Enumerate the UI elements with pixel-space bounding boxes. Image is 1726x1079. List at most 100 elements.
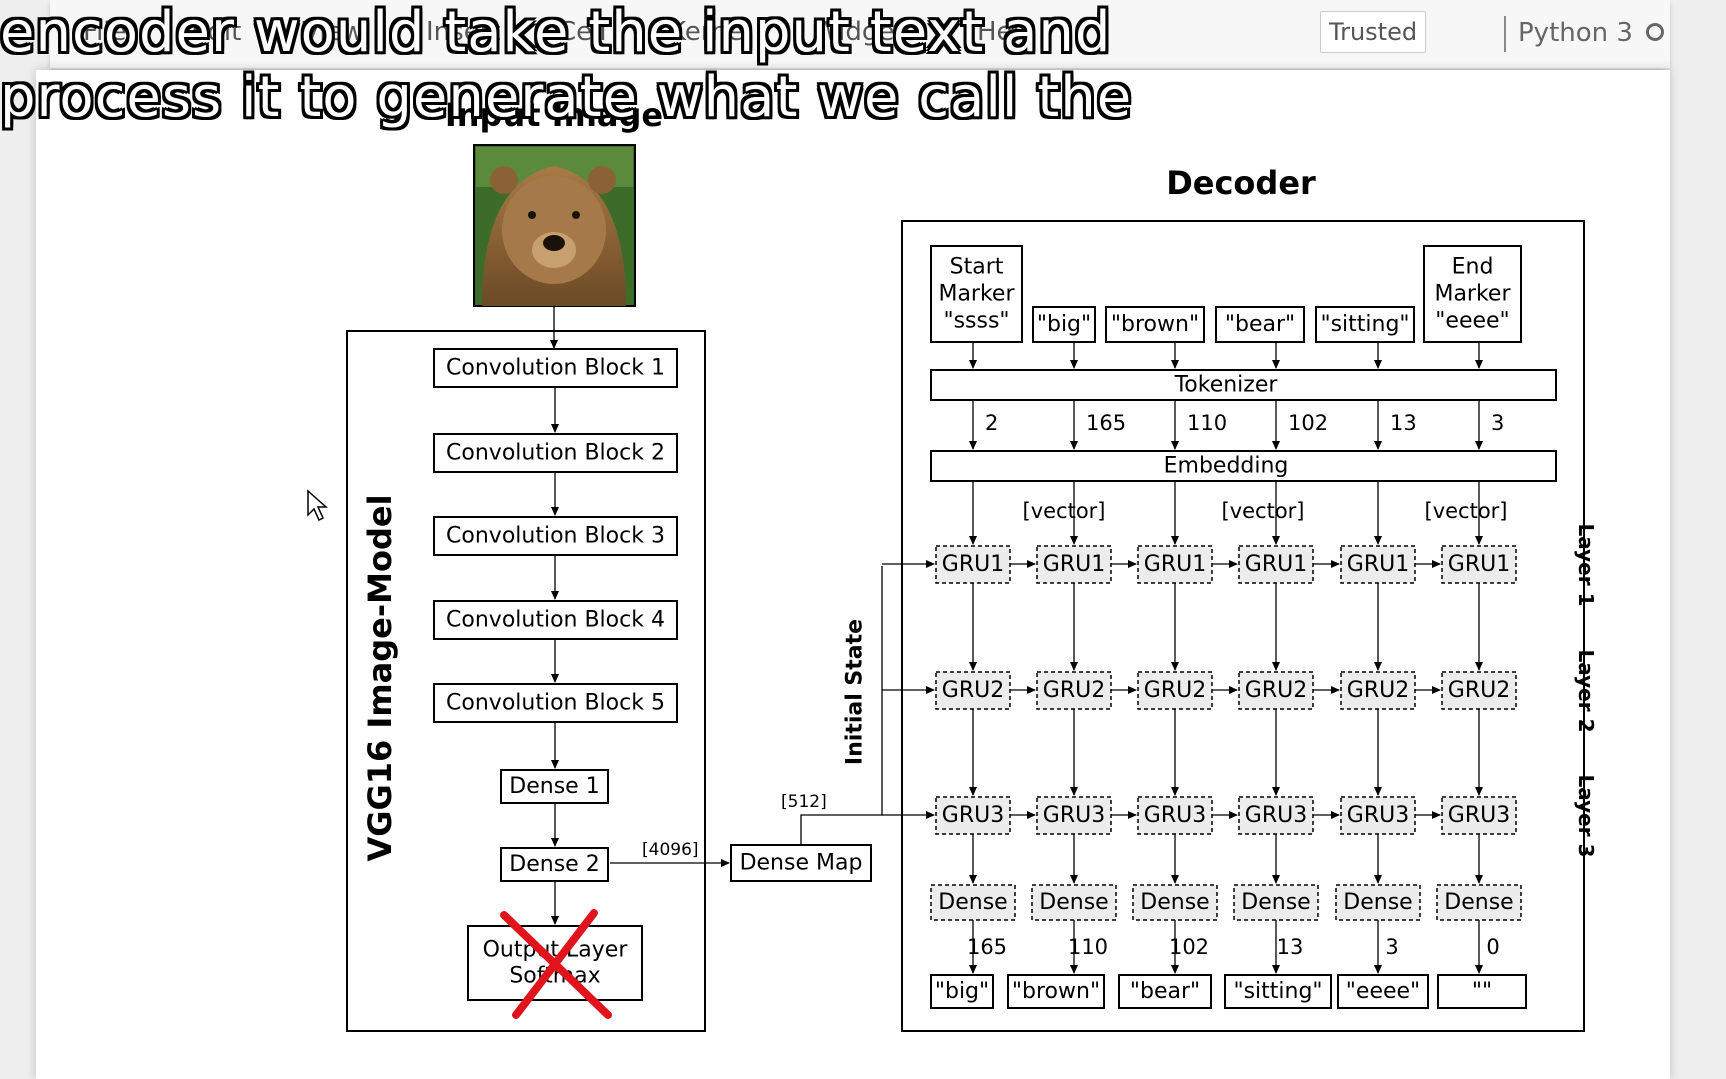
input-token-0-text-1: Marker — [938, 282, 1015, 307]
input-token-4: "sitting" — [1315, 306, 1415, 343]
token-id-4: 13 — [1390, 411, 1417, 435]
layer-3-label: Layer 3 — [1574, 775, 1598, 858]
menu-edit[interactable]: Edit — [191, 17, 242, 47]
gru2-cell-3-text: GRU2 — [1245, 678, 1307, 703]
conv-block-4-text: Convolution Block 4 — [446, 608, 665, 633]
gru2-cell-0: GRU2 — [935, 671, 1011, 710]
output-token-4: "eeee" — [1337, 974, 1429, 1009]
layer-2-label: Layer 2 — [1574, 650, 1598, 733]
input-image-title: Input Image — [445, 96, 663, 134]
menu-insert[interactable]: Insert — [426, 17, 501, 47]
output-id-2: 102 — [1169, 935, 1209, 959]
conv-block-1-text: Convolution Block 1 — [446, 356, 665, 381]
menu-view[interactable]: View — [302, 17, 364, 47]
gru2-cell-0-text: GRU2 — [942, 678, 1004, 703]
output-token-1-text: "brown" — [1012, 979, 1100, 1004]
gru3-cell-2: GRU3 — [1137, 796, 1213, 835]
input-token-5-text-1: Marker — [1434, 282, 1511, 307]
gru3-cell-0-text: GRU3 — [942, 803, 1004, 828]
output-token-0: "big" — [930, 974, 994, 1009]
gru1-cell-2-text: GRU1 — [1144, 552, 1206, 577]
gru1-cell-3-text: GRU1 — [1245, 552, 1307, 577]
menu-cell[interactable]: Cell — [558, 17, 607, 47]
input-token-1: "big" — [1032, 306, 1096, 343]
dense-out-3: Dense — [1233, 884, 1319, 921]
gru1-cell-0-text: GRU1 — [942, 552, 1004, 577]
gru2-cell-1: GRU2 — [1036, 671, 1112, 710]
input-token-0-text-2: "ssss" — [943, 309, 1009, 334]
gru3-cell-1-text: GRU3 — [1043, 803, 1105, 828]
gru3-cell-2-text: GRU3 — [1144, 803, 1206, 828]
tokenizer-box: Tokenizer — [930, 369, 1557, 401]
output-id-0: 165 — [967, 935, 1007, 959]
gru1-cell-5-text: GRU1 — [1448, 552, 1510, 577]
conv-block-2: Convolution Block 2 — [433, 433, 678, 473]
output-token-4-text: "eeee" — [1346, 979, 1420, 1004]
vector-label-2: [vector] — [1222, 499, 1305, 523]
output-token-3-text: "sitting" — [1233, 979, 1322, 1004]
encoder-label: VGG16 Image-Model — [361, 494, 399, 861]
dense-out-1: Dense — [1031, 884, 1117, 921]
gru1-cell-1: GRU1 — [1036, 545, 1112, 584]
gru3-cell-1: GRU3 — [1036, 796, 1112, 835]
input-token-1-text-0: "big" — [1037, 312, 1091, 337]
dense-map-label: Dense Map — [740, 851, 863, 876]
output-id-5: 0 — [1486, 935, 1499, 959]
embedding-box: Embedding — [930, 450, 1557, 482]
token-id-5: 3 — [1491, 411, 1504, 435]
gru1-cell-0: GRU1 — [935, 545, 1011, 584]
kernel-separator — [1504, 16, 1506, 52]
tokenizer-label: Tokenizer — [1174, 373, 1279, 398]
dense-1-box-text: Dense 1 — [509, 774, 599, 799]
conv-block-5: Convolution Block 5 — [433, 683, 678, 723]
menu-help[interactable]: Help — [977, 17, 1037, 47]
gru2-cell-4-text: GRU2 — [1347, 678, 1409, 703]
input-token-2: "brown" — [1105, 306, 1205, 343]
gru2-cell-3: GRU2 — [1238, 671, 1314, 710]
menu-kernel[interactable]: Kernel — [669, 17, 751, 47]
output-id-3: 13 — [1277, 935, 1304, 959]
gru1-cell-1-text: GRU1 — [1043, 552, 1105, 577]
gru3-cell-3-text: GRU3 — [1245, 803, 1307, 828]
input-token-5-text-0: End — [1452, 255, 1494, 280]
vector-label-3: [vector] — [1425, 499, 1508, 523]
decoder-title: Decoder — [1166, 164, 1316, 202]
input-token-5-text-2: "eeee" — [1435, 309, 1509, 334]
input-token-0-text-0: Start — [950, 255, 1004, 280]
mouse-cursor-icon — [307, 489, 328, 522]
conv-block-3-text: Convolution Block 3 — [446, 524, 665, 549]
kernel-name[interactable]: Python 3 — [1518, 18, 1633, 48]
output-token-1: "brown" — [1007, 974, 1105, 1009]
initial-state-label: Initial State — [843, 619, 868, 765]
dense-out-0: Dense — [930, 884, 1016, 921]
trusted-indicator[interactable]: Trusted — [1320, 11, 1426, 53]
token-id-2: 110 — [1187, 411, 1227, 435]
image-captioning-diagram: Input Image VGG16 Image-Model Convolutio… — [307, 96, 1598, 1032]
gru3-cell-0: GRU3 — [935, 796, 1011, 835]
size-4096-label: [4096] — [642, 840, 699, 860]
gru2-cell-4: GRU2 — [1340, 671, 1416, 710]
gru1-cell-5: GRU1 — [1441, 545, 1517, 584]
gru3-cell-5-text: GRU3 — [1448, 803, 1510, 828]
input-token-4-text-0: "sitting" — [1320, 312, 1409, 337]
menu-file[interactable]: File — [83, 17, 127, 47]
gru3-cell-4-text: GRU3 — [1347, 803, 1409, 828]
dense-2-box-text: Dense 2 — [509, 852, 599, 877]
conv-block-1: Convolution Block 1 — [433, 348, 678, 388]
menu-widgets[interactable]: Widgets — [813, 17, 919, 47]
output-token-5-text: "" — [1472, 979, 1492, 1004]
input-token-3: "bear" — [1215, 306, 1305, 343]
dense-out-5: Dense — [1436, 884, 1522, 921]
dense-map-box: Dense Map — [730, 844, 872, 882]
gru1-cell-4-text: GRU1 — [1347, 552, 1409, 577]
layer-1-label: Layer 1 — [1574, 524, 1598, 607]
gru2-cell-2-text: GRU2 — [1144, 678, 1206, 703]
gru2-cell-2: GRU2 — [1137, 671, 1213, 710]
dense-out-2-text: Dense — [1140, 890, 1209, 915]
dense-out-4-text: Dense — [1343, 890, 1412, 915]
vector-label-1: [vector] — [1023, 499, 1106, 523]
gru3-cell-3: GRU3 — [1238, 796, 1314, 835]
encoder-frame — [346, 330, 706, 1032]
output-id-1: 110 — [1068, 935, 1108, 959]
